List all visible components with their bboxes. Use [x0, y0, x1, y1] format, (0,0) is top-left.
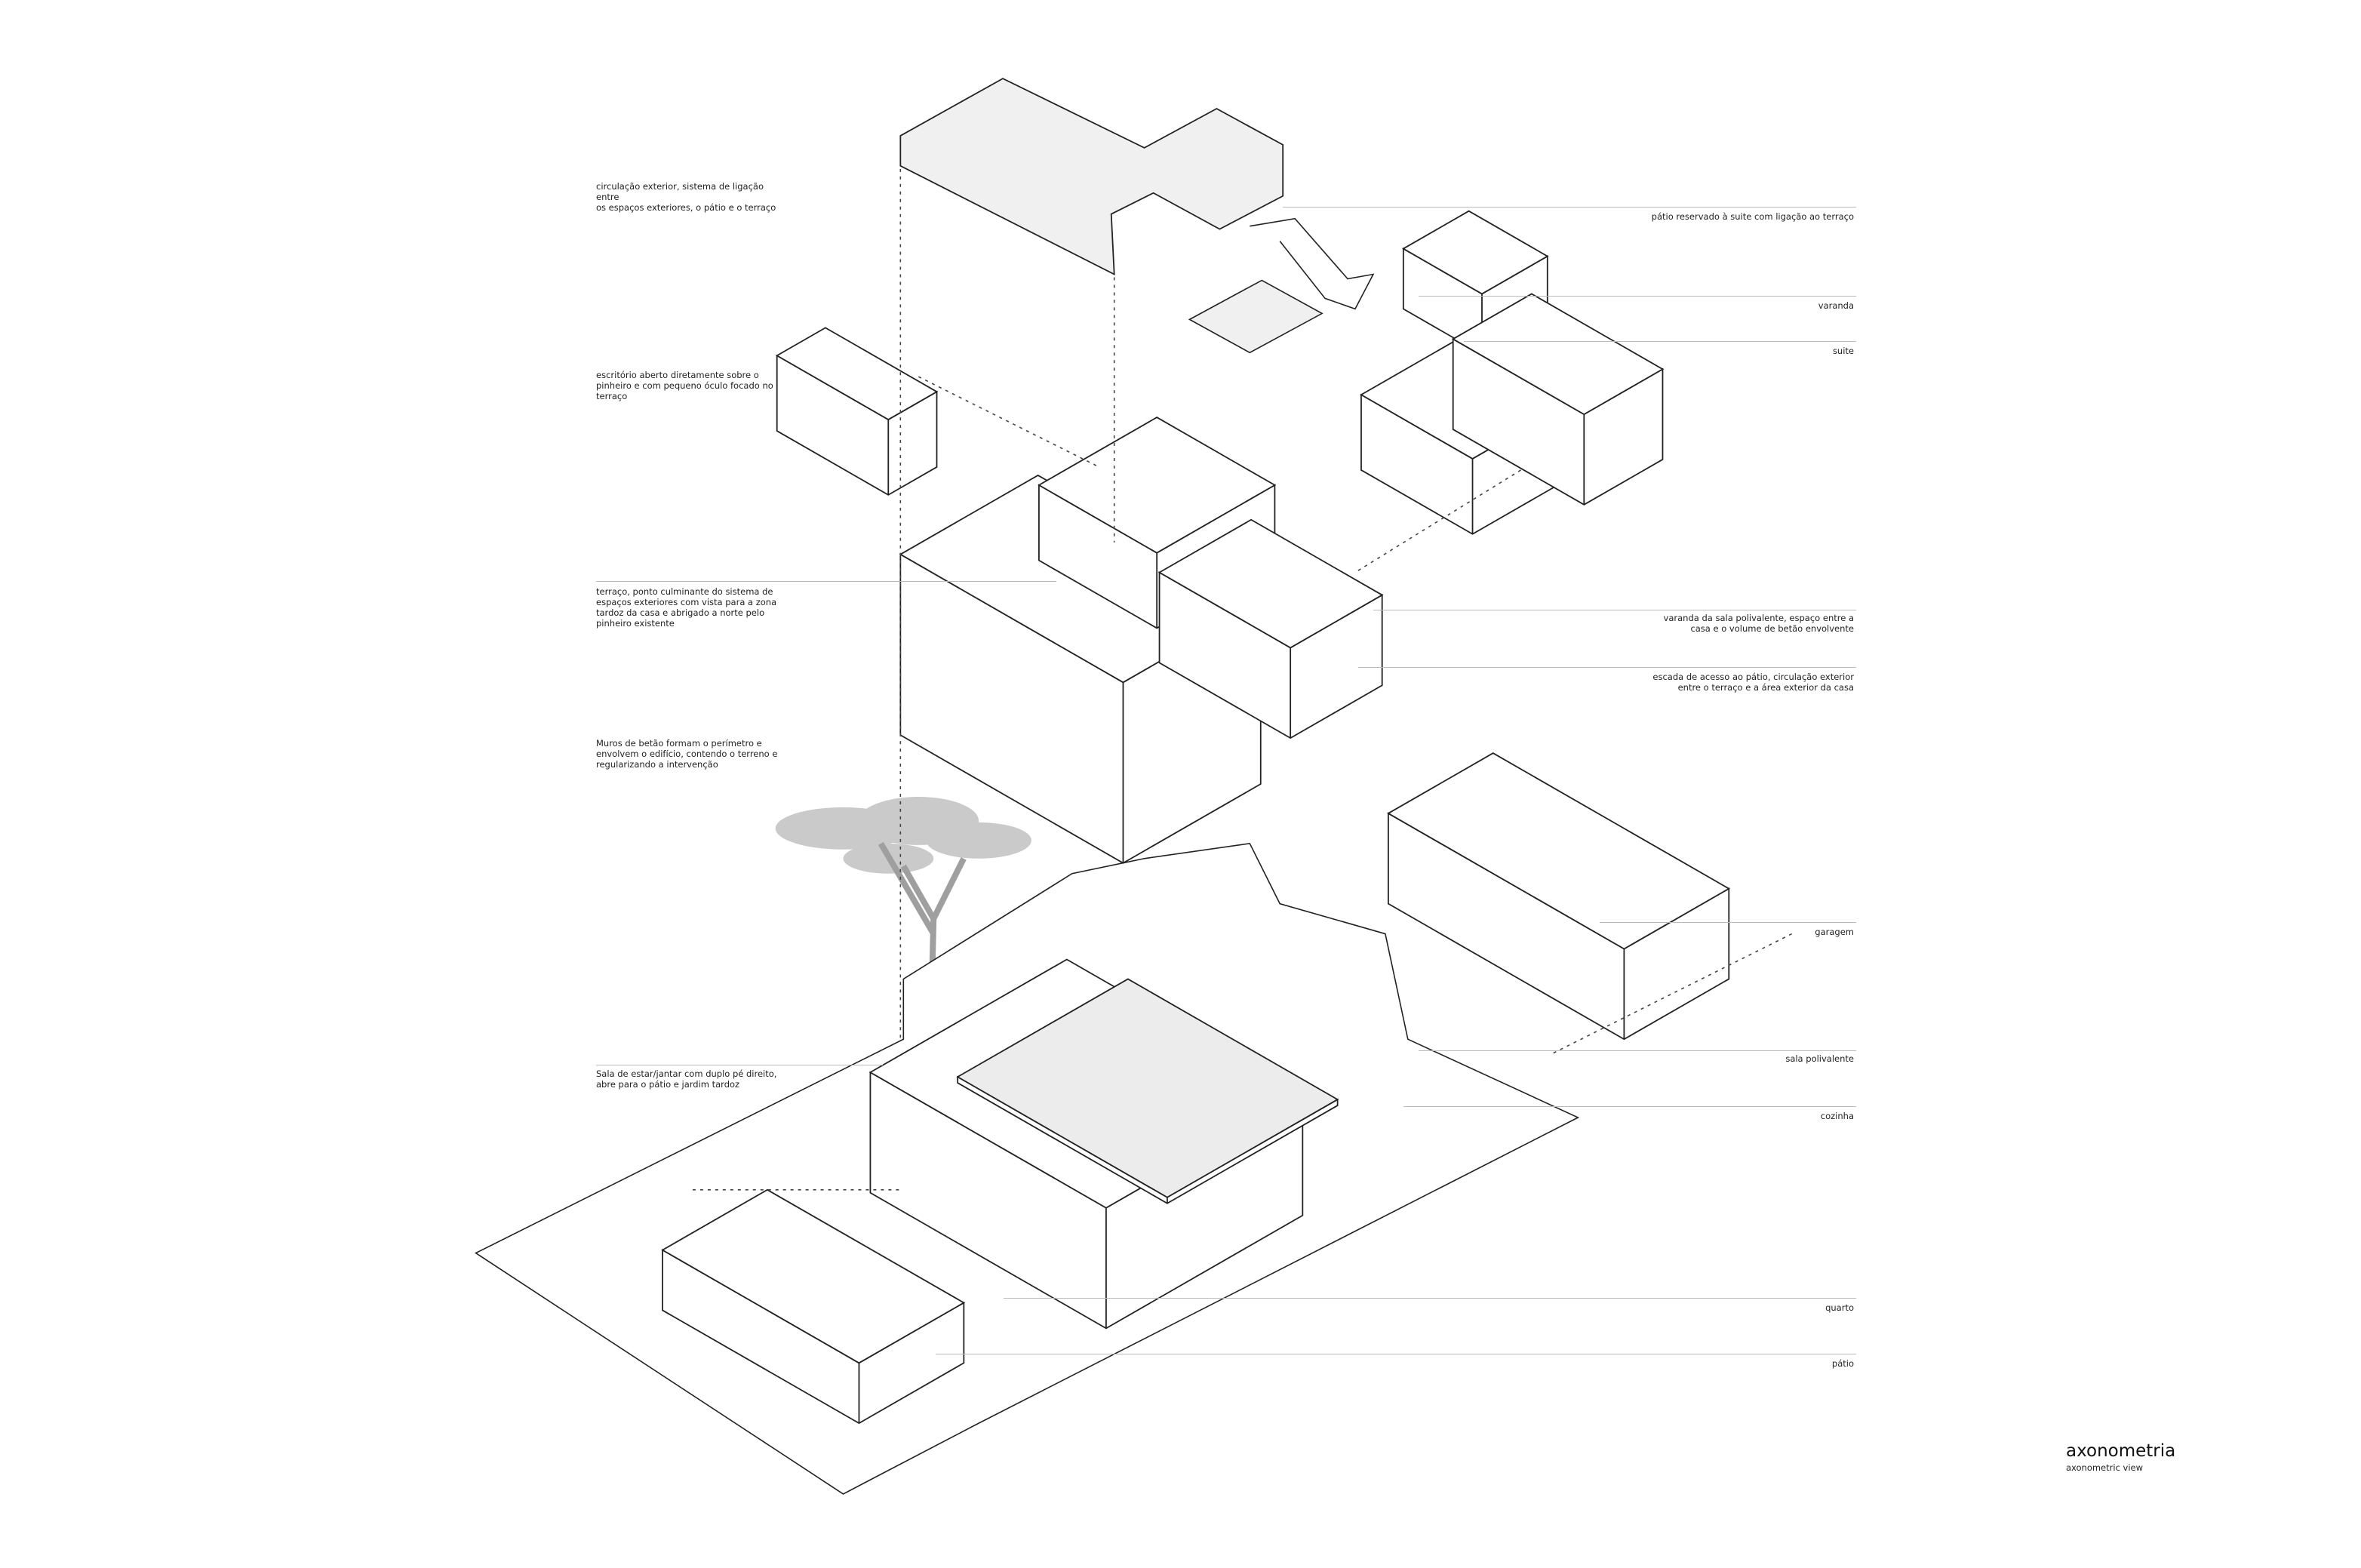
- ground-floor-slab: [956, 978, 1339, 1204]
- leader-line: [1358, 667, 1856, 668]
- patio-slab: [1188, 279, 1323, 354]
- leader-line: [1464, 341, 1856, 342]
- leader-line: [1403, 1106, 1856, 1107]
- suite-patio: [899, 78, 1284, 276]
- label-varanda: varanda: [1818, 300, 1854, 311]
- leader-line: [1004, 1298, 1856, 1299]
- label-patio: pátio: [1831, 1358, 1854, 1369]
- suite-rear-volume: [1451, 293, 1665, 506]
- leader-line: [1283, 207, 1856, 208]
- drawing-title: axonometria: [2066, 1441, 2176, 1461]
- label-multipurpose-veranda: varanda da sala polivalente, espaço entr…: [1663, 613, 1854, 634]
- label-office: escritório aberto diretamente sobre o pi…: [596, 370, 773, 401]
- leader-line: [1419, 1050, 1856, 1051]
- label-patio-stair: escada de acesso ao pátio, circulação ex…: [1652, 672, 1854, 693]
- bedrooms-volume: [661, 1188, 966, 1425]
- leader-line: [1600, 922, 1856, 923]
- exterior-stair: [1250, 217, 1375, 310]
- label-kitchen: cozinha: [1820, 1111, 1854, 1121]
- label-concrete-walls: Muros de betão formam o perímetro e envo…: [596, 738, 778, 770]
- projection-lines: [692, 168, 1793, 1191]
- label-exterior-circulation: circulação exterior, sistema de ligação …: [596, 181, 776, 213]
- leader-line: [1419, 296, 1856, 297]
- leader-line: [596, 581, 1056, 582]
- label-suite-patio: pátio reservado à suite com ligação ao t…: [1651, 211, 1854, 222]
- drawing-subtitle: axonometric view: [2066, 1462, 2144, 1473]
- garage-volume: [1387, 752, 1731, 1041]
- label-terrace: terraço, ponto culminante do sistema de …: [596, 586, 777, 629]
- label-garage: garagem: [1815, 927, 1854, 937]
- pine-tree: [775, 796, 1031, 1040]
- label-living-dining: Sala de estar/jantar com duplo pé direit…: [596, 1068, 777, 1090]
- label-bedroom: quarto: [1825, 1302, 1854, 1313]
- multipurpose-volume: [1157, 518, 1384, 739]
- office-volume: [775, 327, 939, 496]
- label-multipurpose-room: sala polivalente: [1785, 1053, 1854, 1064]
- label-suite: suite: [1832, 346, 1854, 356]
